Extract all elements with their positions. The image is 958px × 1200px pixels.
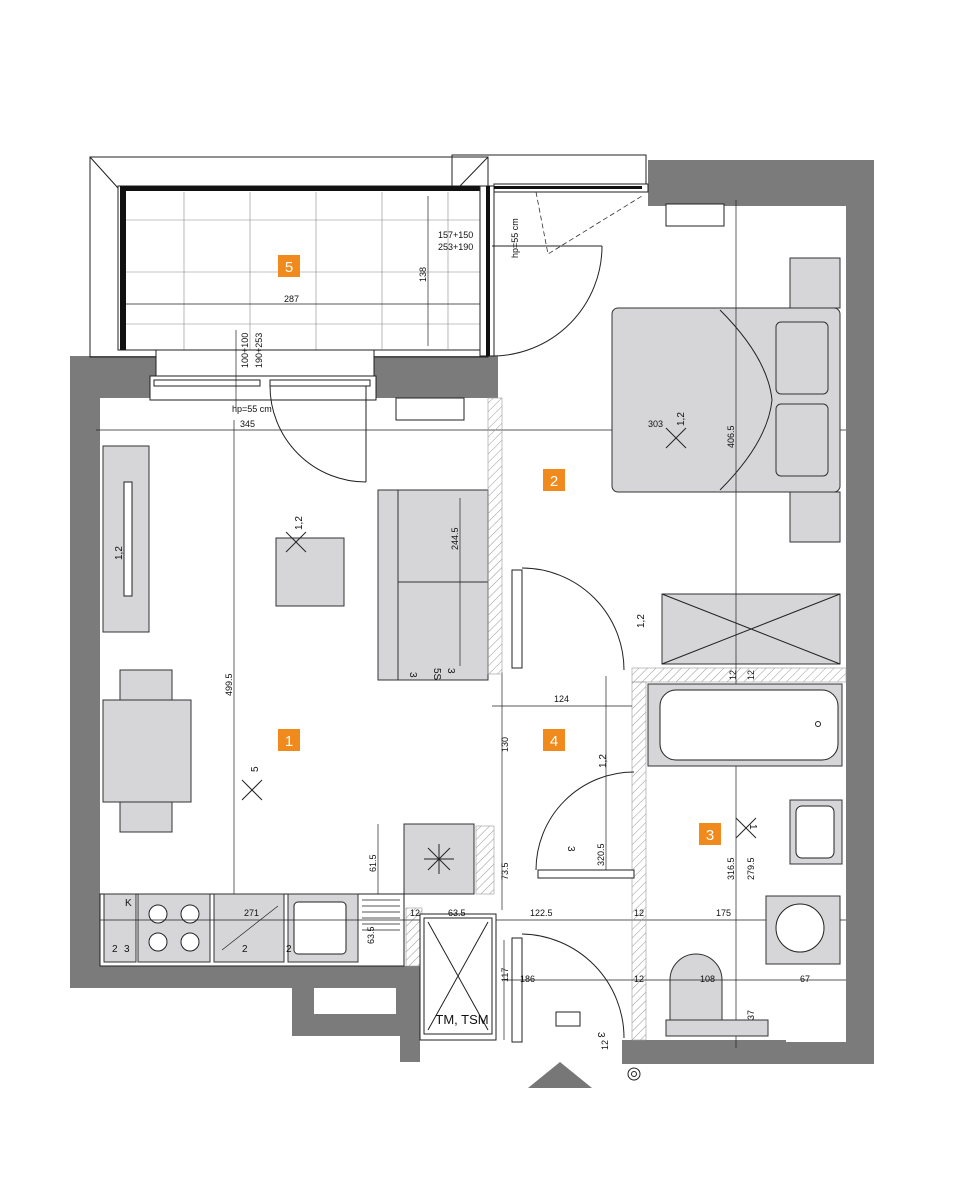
symbol-living-light: 1,2 (294, 516, 305, 530)
svg-text:4: 4 (550, 733, 558, 750)
coffee-table (275, 537, 345, 607)
hp-living-label: hp=55 cm (232, 404, 272, 414)
dim-12-e: 12 (746, 670, 756, 680)
dim-186: 186 (520, 974, 535, 984)
svg-text:5: 5 (285, 259, 293, 276)
dim-hall-depth: 130 (500, 737, 510, 752)
svg-text:3: 3 (706, 827, 714, 844)
symbol-2: 2 (112, 944, 118, 955)
dim-12-f: 12 (600, 1040, 610, 1050)
dim-73: 73.5 (500, 862, 510, 880)
dim-cab-width: 63.5 (448, 908, 466, 918)
dim-bedroom-width: 303 (648, 419, 663, 429)
svg-text:2: 2 (550, 473, 558, 490)
annotations: TM, TSM 157+150 253+190 hp=55 cm hp=55 c… (112, 218, 810, 1050)
wall-bottom-core (400, 966, 420, 1062)
symbol-sofa-3b: 3 (445, 668, 456, 674)
wall-left (70, 356, 100, 988)
dishwasher (213, 893, 285, 963)
dim-316: 316.5 (726, 857, 736, 880)
wall-right (846, 160, 874, 1060)
room-badge-5[interactable]: 5 (278, 255, 300, 277)
symbol-bath-1: 1 (747, 824, 758, 830)
dim-67: 67 (800, 974, 810, 984)
dim-balcony-depth: 138 (418, 267, 428, 282)
room-badge-1[interactable]: 1 (278, 729, 300, 751)
wall-bottom-right (622, 1040, 874, 1064)
nightstand-top (789, 257, 841, 309)
dim-12-b: 12 (634, 908, 644, 918)
wall-top-right (648, 160, 874, 206)
symbol-bath-3: 3 (565, 846, 576, 852)
room-badge-4[interactable]: 4 (543, 729, 565, 751)
dim-61: 61.5 (368, 854, 378, 872)
room-badge-2[interactable]: 2 (543, 469, 565, 491)
dim-108: 108 (700, 974, 715, 984)
dim-balcony-width: 287 (284, 294, 299, 304)
dim-12-a: 12 (410, 908, 420, 918)
dim-12-d: 12 (728, 670, 738, 680)
room-badge-3[interactable]: 3 (699, 823, 721, 845)
living-room (96, 420, 846, 966)
dining-table (102, 699, 192, 803)
dim-living-width: 345 (240, 419, 255, 429)
room-badges: 1 2 3 4 5 (278, 255, 721, 845)
symbol-2k: 2 (242, 944, 248, 955)
wall-top-middle (374, 356, 498, 398)
dim-117: 117 (500, 968, 510, 982)
balcony-window-size-2: 253+190 (438, 242, 473, 252)
hall (419, 913, 846, 1088)
symbol-hall-switch: 1,2 (598, 754, 609, 768)
symbol-sofa-3: 3 (407, 672, 418, 678)
dim-living-depth: 499.5 (224, 673, 234, 696)
dim-sofa: 244.5 (450, 527, 460, 550)
dim-12-c: 12 (634, 974, 644, 984)
symbol-bed-light: 1,2 (676, 412, 687, 426)
symbol-entry-3: 3 (595, 1032, 606, 1038)
symbol-tv-socket: 1,2 (114, 546, 125, 560)
bathroom (492, 676, 843, 1041)
nightstand-bottom (789, 491, 841, 543)
doorbell-icon (627, 1067, 641, 1081)
dim-37: 37 (746, 1010, 756, 1020)
symbol-sofa-5s: 5S (431, 668, 442, 681)
dining-chair-top (119, 669, 173, 701)
symbol-k: K (125, 898, 132, 909)
svg-text:1: 1 (285, 733, 293, 750)
bedroom (395, 200, 847, 1048)
dim-122: 122.5 (530, 908, 553, 918)
dim-279: 279.5 (746, 857, 756, 880)
kitchen (99, 893, 846, 967)
dim-cab-depth: 63.5 (366, 926, 376, 944)
symbol-3k: 3 (124, 944, 130, 955)
balcony (89, 154, 649, 483)
intercom (555, 1011, 581, 1027)
toilet (669, 953, 723, 1021)
symbol-living-5: 5 (250, 766, 261, 772)
dim-320: 320.5 (596, 843, 606, 866)
cooktop (137, 893, 211, 963)
dim-hall-width: 124 (554, 694, 569, 704)
dim-bedroom-depth: 406.5 (726, 425, 736, 448)
window-size-2: 190+253 (254, 333, 264, 368)
balcony-window-size-1: 157+150 (438, 230, 473, 240)
window-size-1: 100+100 (240, 333, 250, 368)
dim-counter: 271 (244, 908, 259, 918)
walls (70, 160, 874, 1064)
hp-balcony-label: hp=55 cm (510, 218, 520, 258)
symbol-bed-switch: 1,2 (636, 614, 647, 628)
wall-top-left (70, 356, 156, 398)
symbol-2c: 2 (286, 944, 292, 955)
dining-chair-bottom (119, 801, 173, 833)
entrance-arrow-icon (528, 1062, 592, 1088)
meter-cabinet-label: TM, TSM (435, 1012, 488, 1027)
dim-175: 175 (716, 908, 731, 918)
